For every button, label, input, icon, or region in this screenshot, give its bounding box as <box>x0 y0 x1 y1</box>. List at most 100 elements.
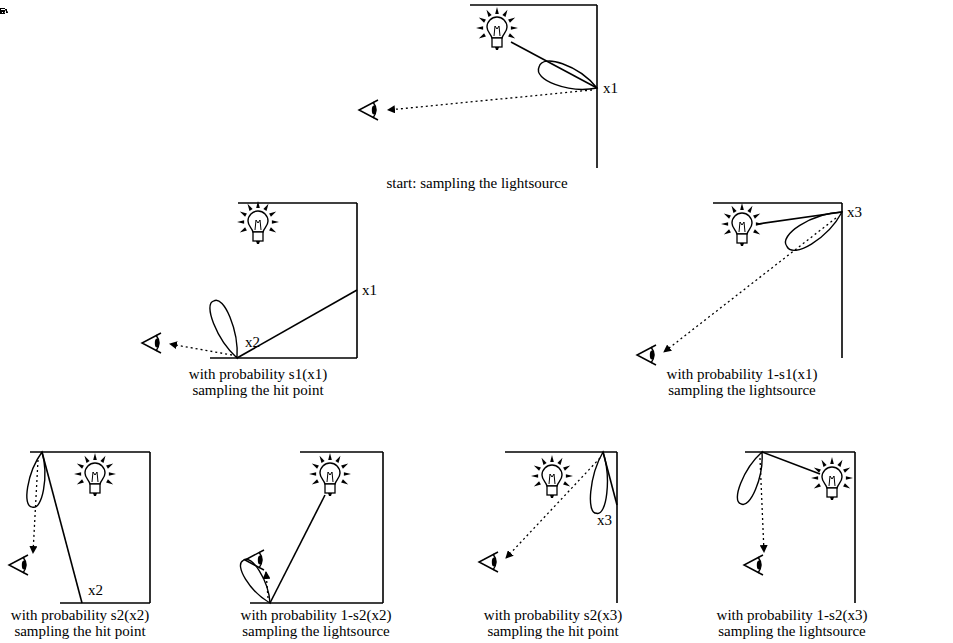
light-ray <box>335 456 340 463</box>
eyelash <box>6 9 7 13</box>
light-ray <box>85 456 90 463</box>
light-ray <box>109 472 116 476</box>
caption: with probability 1-s2(x2) <box>241 607 392 623</box>
bulb-glass <box>85 463 105 484</box>
light-ray <box>534 466 541 471</box>
light-ray <box>106 479 113 484</box>
bulb-glass <box>822 467 842 488</box>
eye <box>744 555 763 575</box>
filament <box>92 472 98 482</box>
light-ray <box>479 18 486 23</box>
wall <box>30 451 150 453</box>
eyelash <box>0 9 1 13</box>
eyelash <box>0 9 1 13</box>
light-ray <box>724 214 731 219</box>
light-ray <box>837 460 842 467</box>
caption: with probability 1-s1(x1) <box>667 366 818 382</box>
pupil <box>650 351 654 360</box>
point-label: x3 <box>597 512 612 528</box>
wall <box>505 451 617 453</box>
light-ray <box>256 201 260 208</box>
light-bulb <box>721 203 763 246</box>
light-path <box>270 495 325 603</box>
pupil <box>258 556 262 565</box>
wall <box>60 602 150 604</box>
view-ray <box>33 460 38 553</box>
light-ray <box>77 464 84 469</box>
light-ray <box>248 204 253 211</box>
eye <box>479 552 498 572</box>
eye <box>637 345 656 365</box>
eyelash <box>0 9 1 13</box>
bulb-base <box>547 486 557 495</box>
light-ray <box>106 464 113 469</box>
bulb-base <box>737 234 747 243</box>
filament <box>255 220 261 230</box>
light-ray <box>566 474 573 478</box>
wall <box>238 202 357 204</box>
pupil <box>492 558 496 567</box>
eye-outline <box>479 552 498 572</box>
eyelash <box>6 9 7 13</box>
filament <box>549 474 555 484</box>
light-ray <box>309 472 316 476</box>
eyelash <box>6 9 7 13</box>
bulb-tip <box>550 495 554 498</box>
light-bulb <box>811 457 853 500</box>
light-ray <box>100 456 105 463</box>
light-bulb <box>476 7 518 50</box>
caption: with probability s2(x2) <box>11 607 149 623</box>
light-ray <box>240 227 247 232</box>
brdf-lobe <box>210 300 237 358</box>
light-ray <box>563 466 570 471</box>
bulb-tip <box>328 493 332 496</box>
bulb-tip <box>740 243 744 246</box>
wall <box>356 203 358 358</box>
light-ray <box>542 458 547 465</box>
light-path <box>762 452 820 474</box>
wall <box>300 451 383 453</box>
base-thread <box>0 8 5 9</box>
filament <box>494 26 500 36</box>
light-ray <box>843 483 850 488</box>
wall <box>149 452 151 603</box>
light-ray <box>531 474 538 478</box>
point-label: x3 <box>847 204 862 220</box>
light-ray <box>747 206 752 213</box>
eye-outline <box>637 345 656 365</box>
light-ray <box>508 18 515 23</box>
view-ray <box>506 458 600 558</box>
eyelash <box>0 9 1 13</box>
light-ray <box>822 460 827 467</box>
light-ray <box>724 229 731 234</box>
base-thread <box>0 8 5 9</box>
caption: sampling the lightsource <box>718 623 865 639</box>
pupil <box>372 106 376 115</box>
light-path <box>511 42 597 88</box>
bulb-base <box>492 38 502 47</box>
brdf-lobe <box>538 61 597 89</box>
light-ray <box>508 33 515 38</box>
bulb-base <box>90 484 100 493</box>
brdf-lobe <box>590 452 607 513</box>
brdf-lobe <box>737 452 762 504</box>
base-thread <box>0 8 5 9</box>
light-ray <box>740 203 744 210</box>
light-ray <box>487 10 492 17</box>
base-thread <box>0 8 5 9</box>
view-ray <box>170 344 232 355</box>
bulb-glass <box>248 211 268 232</box>
wall <box>210 357 357 359</box>
light-ray <box>563 481 570 486</box>
light-ray <box>237 220 244 224</box>
light-ray <box>843 468 850 473</box>
light-ray <box>511 26 518 30</box>
point-label: x1 <box>603 80 618 96</box>
light-ray <box>721 222 728 226</box>
eye <box>142 333 161 353</box>
light-ray <box>269 212 276 217</box>
light-ray <box>502 10 507 17</box>
bulb-base <box>253 232 263 241</box>
bulb-tip <box>93 493 97 496</box>
caption: sampling the lightsource <box>242 623 389 639</box>
